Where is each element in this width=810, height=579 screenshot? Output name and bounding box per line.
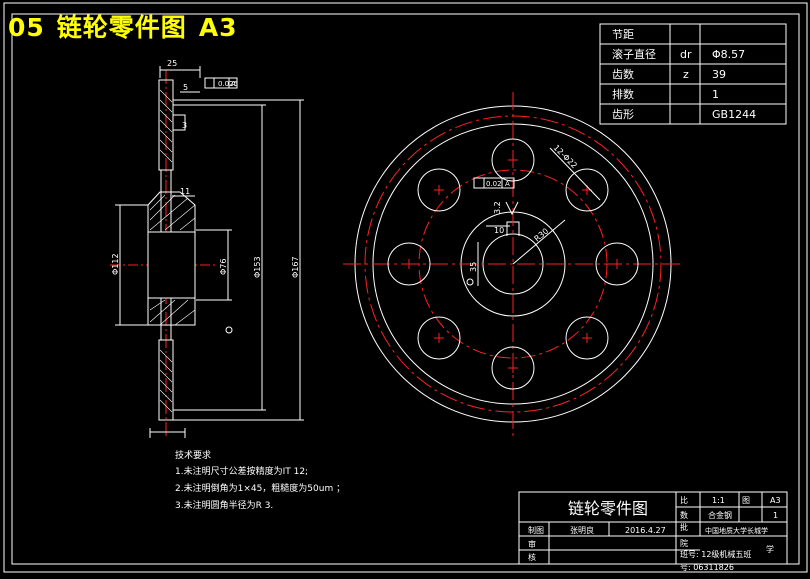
dim-key-width: 10 bbox=[494, 226, 504, 235]
notes-item-2: 2.未注明倒角为1×45，粗糙度为50um ； bbox=[175, 482, 345, 494]
tb-scale-label: 比 bbox=[680, 495, 688, 505]
parameter-table: 节距 滚子直径 dr Φ8.57 齿数 z 39 排数 1 齿形 GB1244 bbox=[599, 23, 787, 125]
dim-top-offset: 5 bbox=[183, 83, 188, 92]
hole-3 bbox=[595, 242, 639, 286]
dim-sf-mark: 35 bbox=[469, 262, 478, 272]
tb-check-label: 审 bbox=[528, 539, 536, 549]
section-view bbox=[110, 66, 304, 438]
heading-sheet: A3 bbox=[198, 13, 238, 42]
hole-2 bbox=[565, 168, 609, 212]
tb-class-info: 班号: 12级机械五班 bbox=[680, 549, 751, 559]
hole-4 bbox=[565, 316, 609, 360]
tb-major-label: 院 bbox=[680, 538, 688, 548]
param-row-3-value: 1 bbox=[712, 88, 719, 101]
tb-draw-label: 制图 bbox=[528, 525, 544, 535]
heading-code: 05 bbox=[8, 13, 45, 42]
dim-dia-112: Φ112 bbox=[111, 253, 120, 275]
dim-v32: 3.2 bbox=[493, 201, 502, 214]
tb-student-label: 学 bbox=[766, 544, 774, 554]
param-row-4-value: GB1244 bbox=[712, 108, 756, 121]
dim-r-label: R30 bbox=[533, 227, 551, 244]
param-row-2-symbol: z bbox=[683, 68, 689, 81]
param-row-2-name: 齿数 bbox=[612, 68, 634, 81]
param-row-2-value: 39 bbox=[712, 68, 726, 81]
notes-title: 技术要求 bbox=[175, 449, 211, 461]
lightening-holes bbox=[387, 138, 639, 390]
tb-material: 合金钢 bbox=[708, 510, 732, 520]
tb-drawing-name: 链轮零件图 bbox=[568, 499, 648, 518]
tb-approve-label: 核 bbox=[528, 552, 536, 562]
page-heading: 05 链轮零件图 A3 bbox=[8, 8, 250, 44]
dim-hole-callout: 12-Φ22 bbox=[552, 143, 579, 170]
notes-item-1: 1.未注明尺寸公差按精度为IT 12; bbox=[175, 465, 308, 477]
dim-tol-frame: 0.02 bbox=[486, 180, 502, 188]
tb-size: A3 bbox=[770, 496, 781, 505]
front-view bbox=[343, 92, 683, 436]
dim-datum-ref: A bbox=[231, 80, 236, 88]
dim-dia-76: Φ76 bbox=[219, 259, 228, 275]
hole-7 bbox=[387, 242, 431, 286]
param-row-1-name: 滚子直径 bbox=[612, 47, 656, 61]
hole-center-marks bbox=[404, 155, 622, 373]
tb-school: 中国地质大学长城学 bbox=[705, 526, 768, 535]
param-row-0-name: 节距 bbox=[612, 28, 634, 41]
tb-date: 2016.4.27 bbox=[625, 526, 666, 535]
param-row-1-value: Φ8.57 bbox=[712, 48, 745, 61]
drawing-frame bbox=[11, 13, 800, 565]
tech-notes: 技术要求 1.未注明尺寸公差按精度为IT 12; 2.未注明倒角为1×45，粗糙… bbox=[175, 449, 345, 511]
dim-dia-153: Φ153 bbox=[253, 256, 262, 278]
dim-top-width: 25 bbox=[167, 59, 177, 68]
dim-dia-167: Φ167 bbox=[291, 256, 300, 278]
tb-designer: 张明良 bbox=[570, 525, 594, 535]
tb-qty-label: 数 bbox=[680, 510, 688, 520]
hole-5 bbox=[491, 346, 535, 390]
hole-8 bbox=[417, 168, 461, 212]
dim-tolerance-frame: 0.025 bbox=[218, 80, 238, 88]
hole-1 bbox=[491, 138, 535, 182]
notes-item-3: 3.未注明圆角半径为R 3. bbox=[175, 499, 273, 511]
hub-bore bbox=[147, 231, 196, 299]
hole-6 bbox=[417, 316, 461, 360]
tb-student-id: 号: 06311826 bbox=[680, 563, 734, 572]
tb-review-label: 批 bbox=[680, 522, 688, 532]
outer-border bbox=[3, 2, 808, 573]
title-block-text: 链轮零件图 比 1:1 图 A3 数 合金钢 1 制图 张明良 2016.4.2… bbox=[528, 495, 781, 572]
dim-right-3: 3 bbox=[182, 121, 187, 130]
tb-qty: 1 bbox=[773, 511, 778, 520]
dim-datum: A bbox=[505, 180, 510, 188]
tb-size-label: 图 bbox=[742, 496, 750, 505]
param-row-1-symbol: dr bbox=[680, 48, 692, 61]
param-row-3-name: 排数 bbox=[612, 87, 634, 101]
tb-scale: 1:1 bbox=[712, 496, 725, 505]
heading-title: 链轮零件图 bbox=[56, 13, 187, 42]
title-block bbox=[518, 491, 788, 565]
dim-width-11: 11 bbox=[180, 187, 190, 196]
param-row-4-name: 齿形 bbox=[612, 108, 634, 121]
section-dim-labels: 25 0.025 A 5 11 3 Φ112 Φ76 Φ153 Φ167 bbox=[111, 59, 300, 278]
